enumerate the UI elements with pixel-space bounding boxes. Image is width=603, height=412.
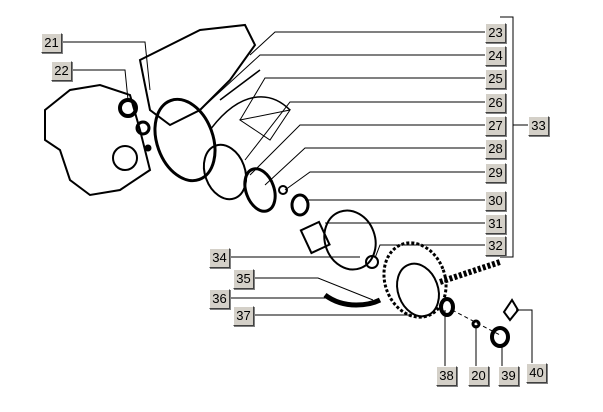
callout-23[interactable]: 23 [485,23,506,43]
callout-21[interactable]: 21 [41,33,62,53]
callout-29[interactable]: 29 [485,163,506,183]
callout-30[interactable]: 30 [485,191,506,211]
callout-37[interactable]: 37 [233,306,254,326]
callout-20[interactable]: 20 [468,366,489,386]
callout-31[interactable]: 31 [485,214,506,234]
callout-27[interactable]: 27 [485,116,506,136]
crankcase-cover [44,83,152,197]
clutch-cover [153,97,217,183]
key-40 [502,298,520,322]
callout-26[interactable]: 26 [485,93,506,113]
nut-39 [490,326,510,348]
bush [290,193,310,217]
gear-22 [118,98,138,118]
callout-34[interactable]: 34 [209,248,230,268]
bearing-38 [439,297,455,317]
callout-35[interactable]: 35 [233,269,254,289]
callout-33[interactable]: 33 [528,116,549,136]
callout-28[interactable]: 28 [485,139,506,159]
leader-lines [61,16,533,367]
callout-39[interactable]: 39 [498,366,519,386]
belt-segment [323,292,382,308]
pulley-half [323,209,377,271]
drive-belt [439,259,501,285]
callout-22[interactable]: 22 [51,61,72,81]
callout-24[interactable]: 24 [485,46,506,66]
callout-40[interactable]: 40 [526,363,547,383]
callout-25[interactable]: 25 [485,69,506,89]
variator-plate [243,167,277,213]
callout-32[interactable]: 32 [485,236,506,256]
washer [365,255,379,269]
bearing-hole [112,145,138,171]
clutch-bell [382,241,448,319]
circlip [202,143,248,201]
callout-36[interactable]: 36 [209,289,230,309]
callout-38[interactable]: 38 [436,366,457,386]
